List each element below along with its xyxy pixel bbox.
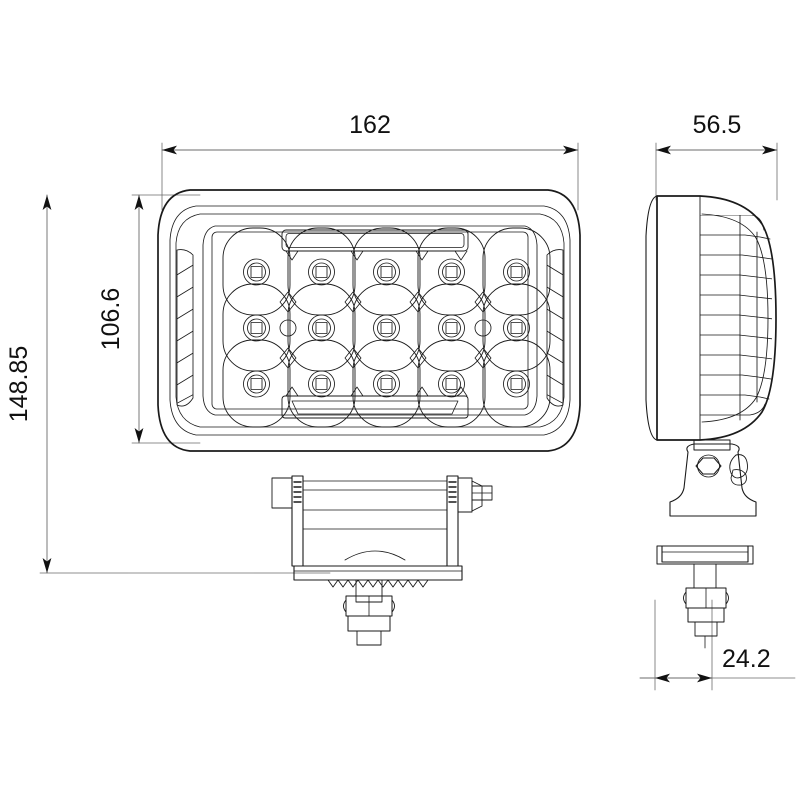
led-cell: [352, 227, 421, 316]
lens-frame: [202, 225, 538, 416]
led-cell: [482, 283, 551, 372]
vent-left: [176, 249, 194, 407]
dim-label-148_85: 148.85: [5, 346, 33, 422]
dimension-lines: [39, 142, 796, 691]
dim-label-56_5: 56.5: [693, 111, 742, 139]
led-cell: [287, 227, 356, 316]
led-cell: [222, 283, 291, 372]
led-cell: [287, 283, 356, 372]
housing-outer: [157, 189, 581, 452]
side-mounting-bracket: [656, 439, 757, 649]
cooling-fins: [700, 215, 772, 421]
side-lens-block: [645, 195, 658, 441]
housing-inner-2: [175, 213, 565, 428]
bolt-right: [457, 477, 493, 513]
side-housing-outer: [656, 195, 777, 441]
led-array: [222, 227, 551, 428]
lens-inner-frame: [211, 231, 529, 410]
led-cell: [417, 227, 486, 316]
side-view: [645, 195, 777, 649]
front-view: [157, 189, 581, 646]
serration: [327, 579, 429, 588]
bottom-light-bar: [281, 395, 469, 419]
dimension-arrows: [42, 145, 778, 683]
led-cell: [287, 339, 356, 428]
dim-label-162: 162: [349, 111, 391, 139]
vent-right: [546, 249, 564, 407]
led-cell: [352, 339, 421, 428]
top-light-bar: [281, 229, 469, 252]
mounting-stud: [343, 579, 395, 646]
led-cell: [482, 227, 551, 316]
led-cell: [417, 283, 486, 372]
led-gap-node: [474, 319, 492, 337]
housing-inner-1: [169, 205, 571, 436]
led-cell: [482, 339, 551, 428]
led-cell: [222, 227, 291, 316]
led-gap-node: [279, 319, 297, 337]
led-cell: [352, 283, 421, 372]
dim-label-24_2: 24.2: [722, 645, 771, 673]
led-cell: [417, 339, 486, 428]
led-cell: [222, 339, 291, 428]
mounting-bracket: [271, 475, 493, 646]
bolt-left: [271, 477, 293, 509]
side-base-plate: [661, 545, 749, 563]
dim-label-106_6: 106.6: [97, 288, 125, 351]
